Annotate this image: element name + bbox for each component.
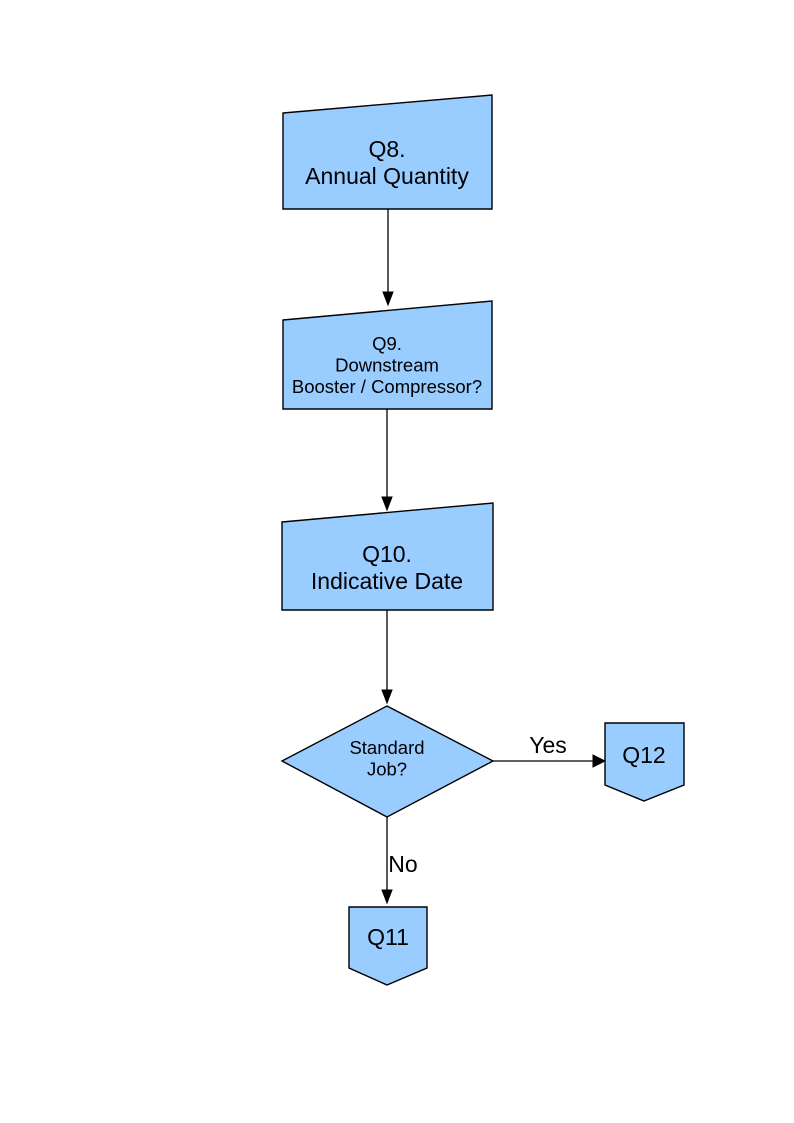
node-q9-label-line1: Q9. bbox=[372, 333, 402, 354]
node-q10-shape bbox=[281, 502, 494, 611]
node-q12-shape bbox=[604, 722, 685, 802]
node-q9-label-line3: Booster / Compressor? bbox=[292, 376, 482, 397]
arrowhead-decision-q12-icon bbox=[592, 754, 607, 768]
node-q12-label: Q12 bbox=[622, 742, 665, 768]
node-q9-shape bbox=[282, 300, 493, 410]
node-q8-label-line2: Annual Quantity bbox=[305, 163, 469, 189]
node-q10-label-line2: Indicative Date bbox=[311, 568, 463, 594]
node-q8-shape bbox=[282, 94, 493, 210]
node-decision-label-line2: Job? bbox=[367, 759, 407, 780]
node-q10-label-line1: Q10. bbox=[362, 541, 412, 567]
node-decision-label-line1: Standard bbox=[349, 737, 424, 758]
node-q11-shape bbox=[348, 906, 428, 986]
arrowhead-q8-q9-icon bbox=[382, 291, 394, 307]
node-q8-label-line1: Q8. bbox=[368, 136, 405, 162]
node-q11-label: Q11 bbox=[367, 924, 409, 950]
node-q9-label-line2: Downstream bbox=[335, 355, 439, 376]
arrowhead-q10-decision-icon bbox=[381, 689, 393, 705]
arrowhead-decision-q11-icon bbox=[381, 889, 393, 905]
arrowhead-q9-q10-icon bbox=[381, 496, 393, 512]
edge-label-yes: Yes bbox=[529, 732, 567, 758]
edge-label-no: No bbox=[388, 851, 417, 877]
